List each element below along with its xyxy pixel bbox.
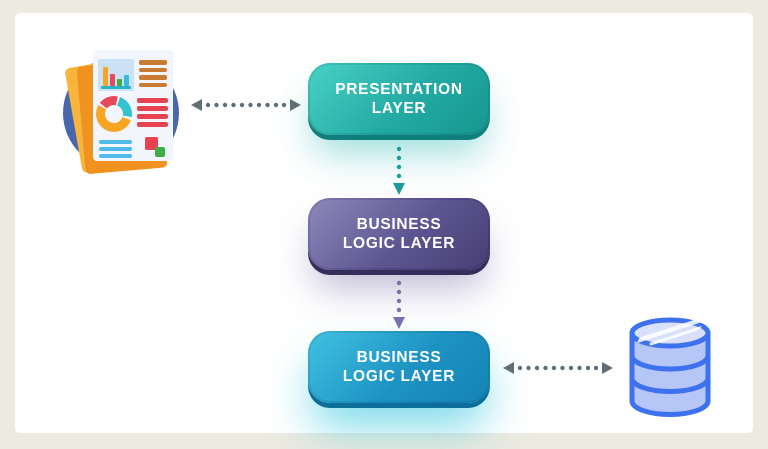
red-square-glyph (145, 137, 158, 150)
text-lines-orange (139, 60, 167, 87)
text-lines-blue (99, 140, 132, 158)
node-label-line: BUSINESS (356, 216, 442, 233)
report-page (93, 50, 173, 161)
node-business-logic-layer: BUSINESS LOGIC LAYER (308, 198, 490, 270)
double-arrow-icon (191, 99, 301, 111)
node-label-line: LOGIC LAYER (342, 368, 456, 385)
double-arrow-icon (503, 362, 613, 374)
green-square-glyph (155, 147, 165, 157)
diagram-panel: PRESENTATION LAYER BUSINESS LOGIC LAYER … (15, 13, 753, 433)
node-label-line: LOGIC LAYER (342, 235, 456, 252)
down-arrow-icon (393, 280, 405, 329)
text-lines-red (137, 98, 168, 127)
donut-chart (96, 96, 132, 132)
mini-bar-chart (98, 59, 134, 91)
node-presentation-layer: PRESENTATION LAYER (308, 63, 490, 135)
node-label-line: PRESENTATION (335, 81, 463, 98)
down-arrow-icon (393, 146, 405, 195)
node-label-line: BUSINESS (356, 349, 442, 366)
node-label-line: LAYER (371, 100, 427, 117)
report-document-icon (61, 43, 185, 175)
database-icon (629, 317, 711, 417)
node-business-logic-layer-2: BUSINESS LOGIC LAYER (308, 331, 490, 403)
